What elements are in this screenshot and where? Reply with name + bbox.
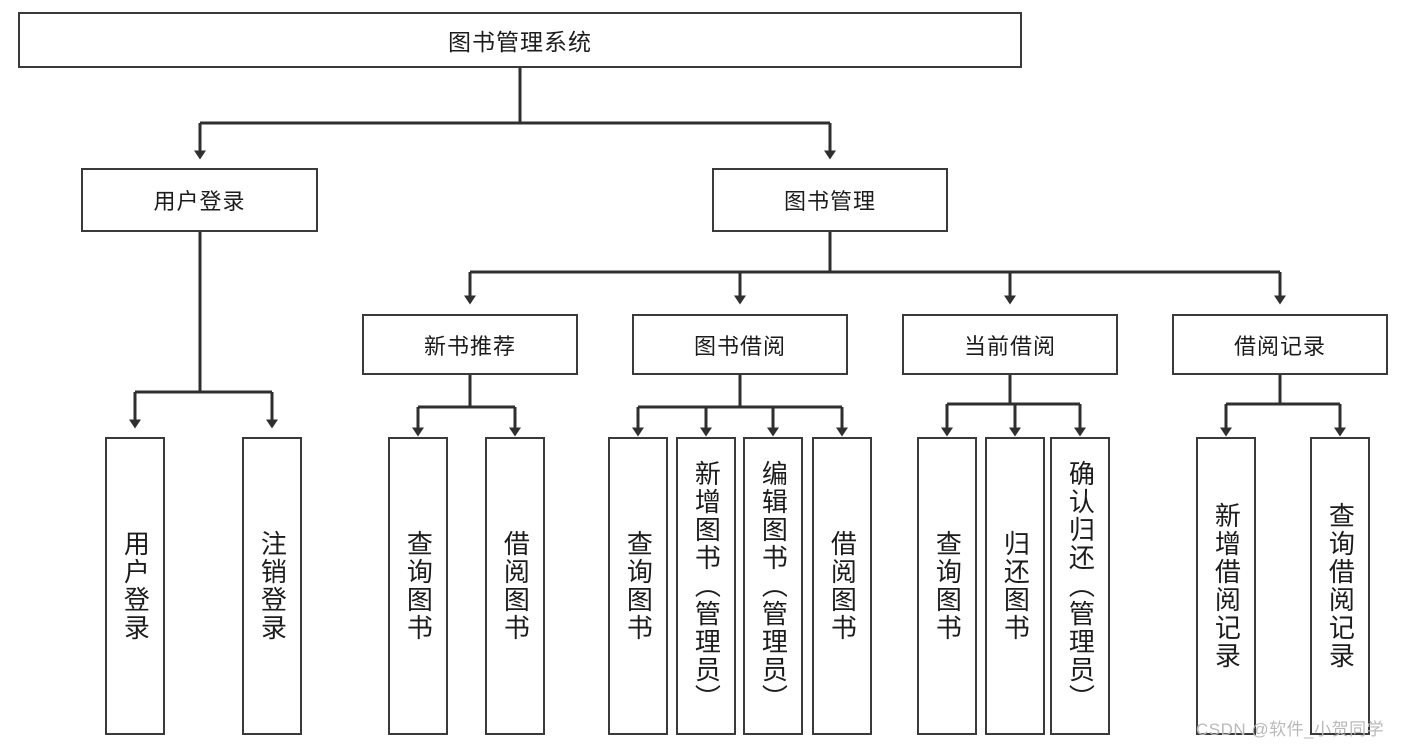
leaf-borrow-book-2[interactable]: 借阅图书	[812, 437, 872, 735]
node-new-book-recommend[interactable]: 新书推荐	[362, 314, 578, 375]
node-label: 查询图书	[623, 530, 654, 642]
node-label: 新书推荐	[423, 333, 516, 359]
leaf-query-book-2[interactable]: 查询图书	[608, 437, 668, 735]
node-label: 查询图书	[932, 530, 963, 642]
leaf-borrow-book-1[interactable]: 借阅图书	[485, 437, 545, 735]
node-label: 归还图书	[1000, 530, 1031, 642]
node-label: 注销登录	[257, 530, 288, 642]
leaf-add-book-admin[interactable]: 新增图书（管理员）	[676, 437, 736, 735]
node-label: 当前借阅	[963, 333, 1056, 359]
node-label: 借阅图书	[827, 530, 858, 642]
node-label: 新增借阅记录	[1211, 502, 1242, 670]
node-label: 图书管理系统	[448, 29, 592, 55]
node-label: 用户登录	[153, 189, 246, 214]
node-book-borrow[interactable]: 图书借阅	[632, 314, 848, 375]
leaf-return-book[interactable]: 归还图书	[985, 437, 1045, 735]
node-root-book-management-system[interactable]: 图书管理系统	[18, 12, 1022, 68]
node-label: 查询图书	[403, 530, 434, 642]
leaf-query-book-1[interactable]: 查询图书	[388, 437, 448, 735]
node-borrow-record[interactable]: 借阅记录	[1172, 314, 1388, 375]
leaf-add-borrow-record[interactable]: 新增借阅记录	[1196, 437, 1256, 735]
leaf-logout-login[interactable]: 注销登录	[242, 437, 302, 735]
node-label: 编辑图书（管理员）	[758, 460, 789, 712]
leaf-edit-book-admin[interactable]: 编辑图书（管理员）	[743, 437, 803, 735]
node-label: 图书借阅	[693, 333, 786, 359]
leaf-user-login[interactable]: 用户登录	[105, 437, 165, 735]
leaf-query-book-3[interactable]: 查询图书	[917, 437, 977, 735]
node-label: 借阅图书	[500, 530, 531, 642]
leaf-confirm-return-admin[interactable]: 确认归还（管理员）	[1050, 437, 1110, 735]
node-book-management[interactable]: 图书管理	[712, 168, 948, 232]
node-label: 确认归还（管理员）	[1065, 460, 1096, 712]
node-label: 借阅记录	[1233, 333, 1326, 359]
node-label: 图书管理	[783, 189, 876, 214]
node-label: 用户登录	[120, 530, 151, 642]
node-current-borrow[interactable]: 当前借阅	[902, 314, 1118, 375]
node-label: 新增图书（管理员）	[691, 460, 722, 712]
leaf-query-borrow-record[interactable]: 查询借阅记录	[1310, 437, 1370, 735]
node-label: 查询借阅记录	[1325, 502, 1356, 670]
node-user-login[interactable]: 用户登录	[81, 168, 318, 232]
